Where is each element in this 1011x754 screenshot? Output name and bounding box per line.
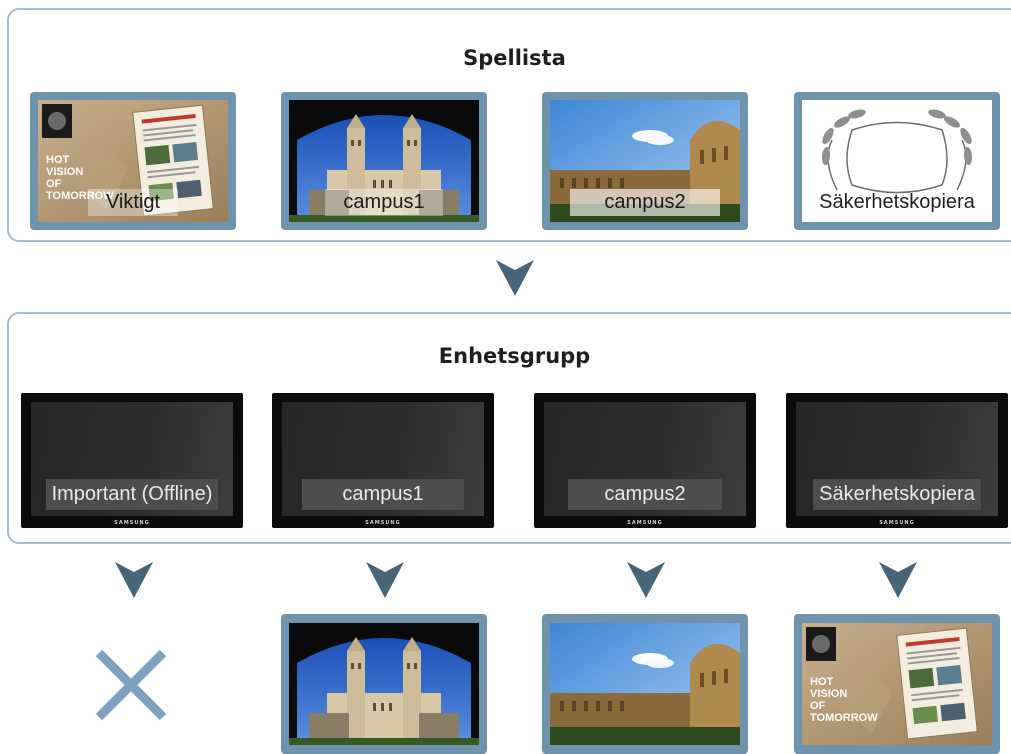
offline-x-icon xyxy=(95,649,167,721)
output-campus2 xyxy=(542,614,748,754)
monitor-brand-logo: SAMSUNG xyxy=(627,520,663,526)
down-arrow-icon xyxy=(627,562,665,598)
device-label: Important (Offline) xyxy=(35,479,229,510)
monitor-brand-logo: SAMSUNG xyxy=(114,520,150,526)
device-monitor-campus1[interactable]: campus1 SAMSUNG xyxy=(272,393,494,528)
playlist-item-label: Säkerhetskopiera xyxy=(819,191,975,213)
magazine-cover-text: HOT VISION OF TOMORROW xyxy=(46,154,114,202)
campus2-image xyxy=(550,622,740,746)
monitor-brand-logo: SAMSUNG xyxy=(879,520,915,526)
device-label: Säkerhetskopiera xyxy=(800,479,994,510)
playlist-item-label: Viktigt xyxy=(38,189,228,216)
device-group-title: Enhetsgrupp xyxy=(438,344,591,368)
device-monitor-campus2[interactable]: campus2 SAMSUNG xyxy=(534,393,756,528)
playlist-item-label: campus2 xyxy=(550,189,740,216)
down-arrow-icon xyxy=(366,562,404,598)
output-magazine: HOT VISION OF TOMORROW xyxy=(794,614,1000,754)
down-arrow-icon xyxy=(496,260,534,296)
down-arrow-icon xyxy=(115,562,153,598)
output-campus1 xyxy=(281,614,487,754)
down-arrow-icon xyxy=(879,562,917,598)
device-monitor-important[interactable]: Important (Offline) SAMSUNG xyxy=(21,393,243,528)
playlist-item-label: campus1 xyxy=(289,189,479,216)
playlist-item-viktigt[interactable]: HOT VISION OF TOMORROW Viktigt xyxy=(30,92,236,230)
magazine-cover-text: HOT VISION OF TOMORROW xyxy=(810,676,878,724)
campus1-image xyxy=(289,622,479,746)
playlist-item-sakerhetskopiera[interactable]: Säkerhetskopiera xyxy=(794,92,1000,230)
playlist-item-campus2[interactable]: campus2 xyxy=(542,92,748,230)
device-label: campus1 xyxy=(286,479,480,510)
playlist-item-campus1[interactable]: campus1 xyxy=(281,92,487,230)
device-label: campus2 xyxy=(548,479,742,510)
monitor-brand-logo: SAMSUNG xyxy=(365,520,401,526)
playlist-title: Spellista xyxy=(463,46,566,70)
device-monitor-sakerhetskopiera[interactable]: Säkerhetskopiera SAMSUNG xyxy=(786,393,1008,528)
